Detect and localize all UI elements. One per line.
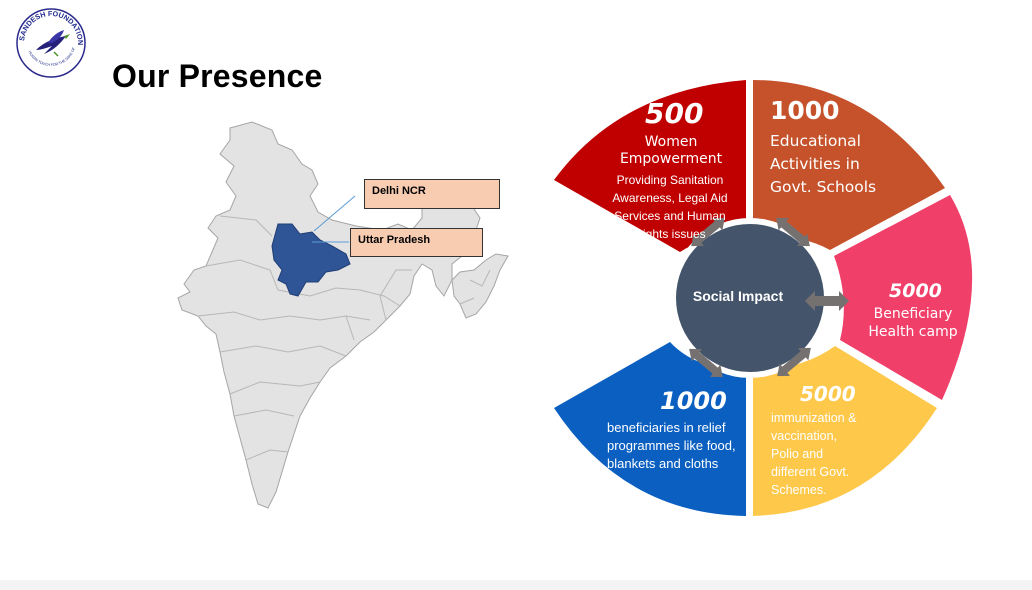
segment-relief-number: 1000 bbox=[660, 387, 727, 415]
dove-icon bbox=[36, 36, 66, 54]
segment-health-camp bbox=[834, 195, 973, 400]
segment-education-title: Educational Activities in Govt. Schools bbox=[770, 132, 877, 196]
page-title: Our Presence bbox=[112, 58, 323, 94]
india-map bbox=[160, 120, 520, 520]
segment-immunization-title: immunization & vaccination, Polio and di… bbox=[771, 411, 857, 497]
foundation-logo: SANDESH FOUNDATION HUMAN TOUCH FOR THE S… bbox=[13, 3, 88, 80]
segment-relief-title: beneficiaries in relief programmes like … bbox=[607, 420, 736, 471]
segment-immunization bbox=[753, 346, 937, 516]
social-impact-wheel bbox=[554, 80, 973, 516]
uttar-pradesh-region bbox=[271, 223, 351, 297]
center-label: Social Impact bbox=[692, 288, 784, 304]
segment-women-detail: Providing Sanitation Awareness, Legal Ai… bbox=[612, 173, 728, 241]
segment-health-title: Beneficiary Health camp bbox=[868, 306, 958, 340]
segment-women-empowerment bbox=[554, 80, 746, 252]
delhi-ncr-callout: Delhi NCR bbox=[364, 179, 500, 209]
segment-health-number: 5000 bbox=[889, 280, 942, 302]
segment-women-title: Women Empowerment bbox=[619, 134, 723, 167]
segment-immunization-number: 5000 bbox=[800, 382, 856, 406]
segment-education bbox=[753, 80, 945, 250]
center-circle bbox=[676, 224, 824, 372]
footer-bar bbox=[0, 580, 1032, 590]
segment-education-number: 1000 bbox=[770, 96, 840, 125]
uttar-pradesh-callout: Uttar Pradesh bbox=[350, 228, 483, 257]
segment-women-number: 500 bbox=[645, 97, 704, 130]
delhi-marker bbox=[284, 226, 288, 230]
segment-relief bbox=[554, 342, 746, 516]
double-arrow-icons bbox=[689, 217, 849, 378]
